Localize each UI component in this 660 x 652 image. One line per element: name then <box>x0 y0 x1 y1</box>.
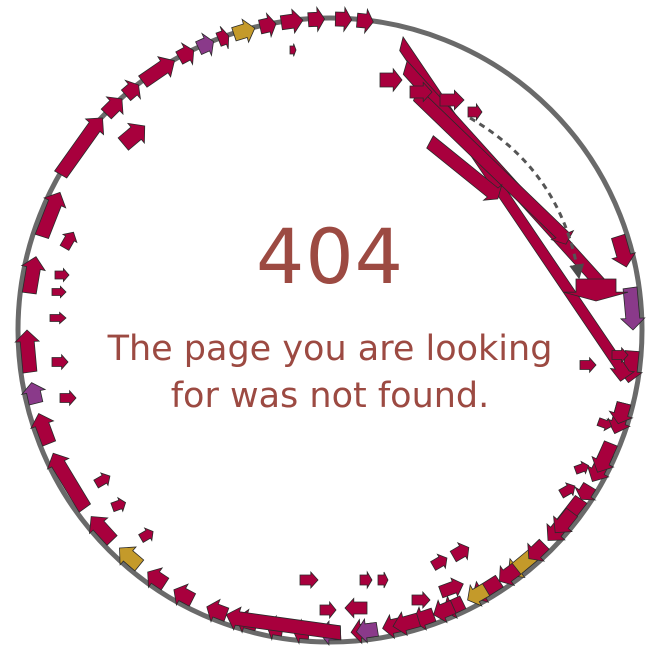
ring-gene-arrow <box>119 546 145 572</box>
ring-gene-arrow <box>20 382 47 406</box>
inner-gene-arrow <box>377 571 389 589</box>
inner-gene-arrow <box>299 570 319 590</box>
inner-gene-arrow <box>93 472 111 489</box>
ring-gene-arrow <box>20 256 46 295</box>
ring-gene-arrow <box>100 96 124 120</box>
inner-gene-arrow <box>409 81 433 103</box>
inner-gene-arrow <box>359 570 373 590</box>
ring-gene-arrow <box>334 5 353 33</box>
ring-gene-arrow <box>498 562 522 587</box>
ring-gene-arrow <box>225 606 342 641</box>
inner-genes <box>49 43 629 620</box>
ring-gene-arrow <box>355 617 379 644</box>
ring-gene-arrow <box>89 516 118 546</box>
ring-gene-arrow <box>433 599 457 624</box>
inner-gene-arrow <box>611 346 629 364</box>
error-code: 404 <box>255 212 405 301</box>
inner-gene-arrow <box>573 460 590 475</box>
ring-gene-arrow <box>591 440 618 473</box>
inner-gene-arrow <box>563 278 629 302</box>
error-message-line-2: for was not found. <box>170 376 490 416</box>
inner-gene-arrow <box>449 541 470 563</box>
ring-gene-arrow <box>147 567 170 591</box>
inner-gene-arrow <box>319 600 337 620</box>
ring-gene-arrow <box>120 79 141 102</box>
ring-gene-arrow <box>307 6 326 33</box>
inner-gene-arrow <box>438 577 464 599</box>
ring-gene-arrow <box>231 18 256 44</box>
ring-gene-arrow <box>356 7 374 35</box>
ring-gene-arrow <box>215 26 230 49</box>
inner-gene-arrow <box>411 590 431 610</box>
long-arc-gene <box>426 135 503 201</box>
ring-gene-arrow <box>279 8 304 35</box>
inner-gene-arrow <box>59 231 78 251</box>
genome-backbone <box>15 15 645 645</box>
inner-gene-arrow <box>558 482 576 499</box>
ring-gene-arrow <box>46 452 92 513</box>
ring-gene-arrow <box>14 329 41 374</box>
ring-gene-arrow <box>173 583 197 607</box>
ring-gene-arrow <box>619 286 646 331</box>
ring-gene-arrow <box>138 56 175 88</box>
ring-gene-arrow <box>553 507 579 534</box>
ring-gene-arrow <box>34 191 67 239</box>
inner-gene-arrow <box>51 353 69 371</box>
ring-gene-arrow <box>608 401 634 425</box>
ring-gene-arrow <box>206 598 230 623</box>
inner-gene-arrow <box>596 417 613 432</box>
ring-gene-arrow <box>195 32 214 57</box>
ring-gene-arrow <box>54 117 105 179</box>
inner-gene-arrow <box>467 102 483 122</box>
ring-gene-arrow <box>175 42 195 66</box>
ring-gene-arrow <box>527 538 550 562</box>
inner-gene-arrow <box>344 597 368 619</box>
ring-gene-arrow <box>574 481 597 501</box>
ring-gene-arrow <box>258 12 277 39</box>
inner-gene-arrow <box>110 496 127 513</box>
inner-gene-arrow <box>430 553 448 571</box>
inner-gene-arrow <box>117 122 146 151</box>
ring-genes <box>14 5 646 647</box>
dashed-link-arrow <box>469 116 585 280</box>
ring-gene-arrow <box>30 412 57 447</box>
inner-gene-arrow <box>51 285 67 299</box>
ring-gene-arrow <box>467 583 491 607</box>
inner-gene-arrow <box>289 43 297 57</box>
inner-gene-arrow <box>579 356 597 374</box>
inner-gene-arrow <box>379 67 403 93</box>
inner-gene-arrow <box>54 267 70 283</box>
inner-gene-arrow <box>138 527 154 543</box>
ring-gene-arrow <box>392 611 422 637</box>
inner-gene-arrow <box>59 389 77 407</box>
error-message-line-1: The page you are looking <box>107 329 553 369</box>
inner-gene-arrow <box>49 311 67 325</box>
inner-gene-arrow <box>439 89 465 111</box>
ring-gene-arrow <box>611 233 637 268</box>
